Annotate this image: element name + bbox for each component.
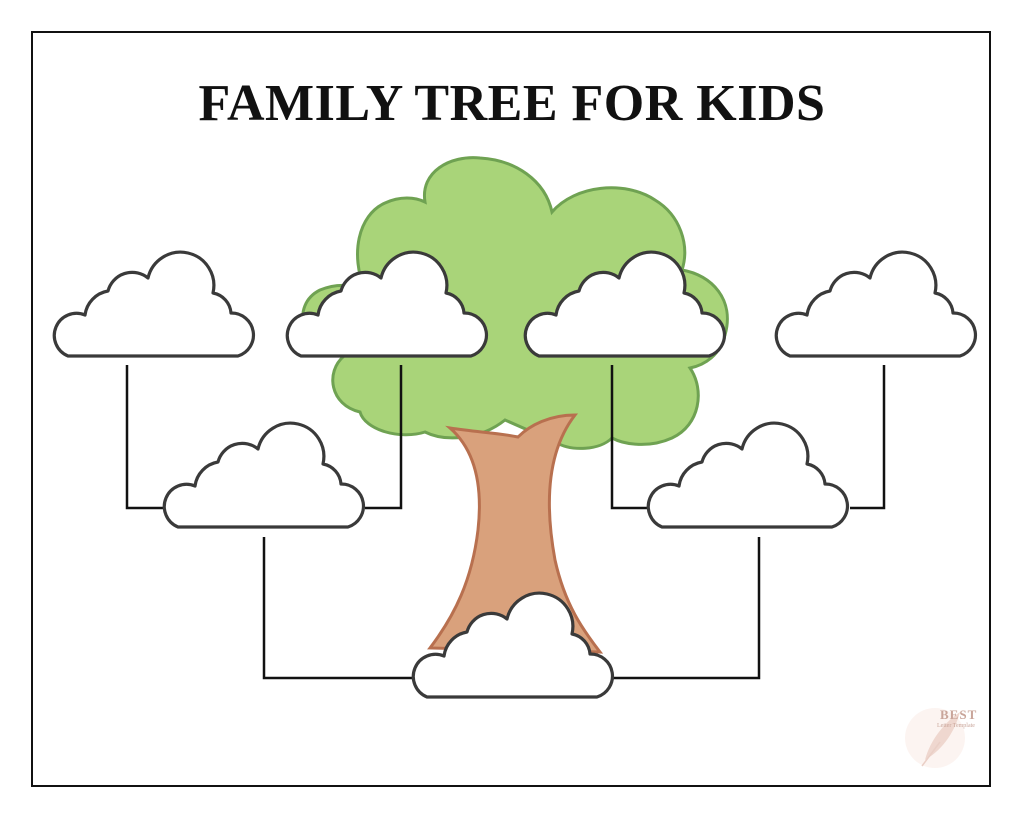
name-cloud-grandparent-2[interactable] xyxy=(646,421,850,529)
watermark-subtitle: Letter Template xyxy=(937,723,975,729)
page-border xyxy=(31,31,991,787)
connector-lines xyxy=(125,365,886,680)
connector-line xyxy=(262,537,413,680)
connector-line xyxy=(610,365,648,510)
connector-line xyxy=(365,365,403,510)
connector-line xyxy=(850,365,886,510)
watermark-brand: BEST xyxy=(940,707,978,722)
connector-line xyxy=(611,537,761,680)
watermark-logo xyxy=(905,708,965,768)
name-cloud-grandparent-1[interactable] xyxy=(162,421,366,529)
tree-trunk xyxy=(427,413,604,654)
connector-line xyxy=(125,365,165,510)
page-title: FAMILY TREE FOR KIDS xyxy=(198,75,826,132)
name-cloud-great-grandparent-4[interactable] xyxy=(774,250,978,358)
name-cloud-great-grandparent-1[interactable] xyxy=(52,250,256,358)
